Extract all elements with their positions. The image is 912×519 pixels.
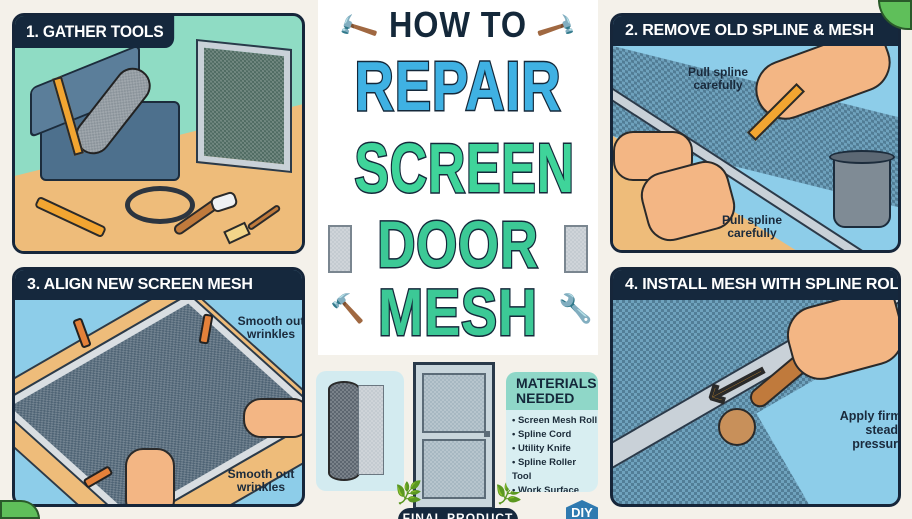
- material-item: Work Surface: [512, 484, 598, 492]
- material-item: Spline Roller Tool: [512, 456, 598, 484]
- note-pull-spline-top: Pull spline carefully: [687, 65, 748, 93]
- plant-icon: 🌿: [395, 480, 423, 505]
- materials-list: Screen Mesh Roll Spline Cord Utility Kni…: [506, 410, 598, 492]
- mesh-roll-illustration: [328, 381, 360, 481]
- screen-frame-illustration: [196, 39, 292, 173]
- trash-can-illustration: [833, 156, 891, 228]
- step-4-title: 4. INSTALL MESH WITH SPLINE ROLLER: [613, 270, 898, 300]
- hand-illustration: [125, 448, 175, 504]
- step-1-panel: 1. GATHER TOOLS: [12, 13, 305, 254]
- title-mesh: MESH: [377, 275, 538, 349]
- spline-cord-illustration: [125, 186, 195, 224]
- title-door: DOOR: [376, 207, 539, 281]
- materials-heading: MATERIALS NEEDED: [506, 372, 598, 410]
- screen-panel-icon: [328, 225, 352, 273]
- step-3-panel: Smooth out wrinkles Smooth out wrinkles …: [12, 267, 305, 507]
- hand-illustration: [243, 398, 302, 438]
- step-1-title: 1. GATHER TOOLS: [15, 16, 175, 48]
- step-2-panel: Pull spline carefully Pull spline carefu…: [610, 13, 901, 253]
- step-3-title: 3. ALIGN NEW SCREEN MESH: [15, 270, 302, 300]
- material-item: Spline Cord: [512, 428, 598, 442]
- roller-wheel-illustration: [718, 408, 756, 446]
- note-pull-spline-bottom: Pull spline carefully: [721, 213, 782, 241]
- door-handle-icon: [484, 431, 490, 437]
- step-4-panel: ⟵ Apply firm, steady pressure 4. INSTALL…: [610, 267, 901, 507]
- note-apply-pressure: Apply firm, steady pressure: [839, 409, 901, 451]
- material-item: Utility Knife: [512, 442, 598, 456]
- step-2-title: 2. REMOVE OLD SPLINE & MESH: [613, 16, 898, 46]
- screen-panel-icon: [564, 225, 588, 273]
- material-item: Screen Mesh Roll: [512, 414, 598, 428]
- mesh-roll-card: [316, 371, 404, 491]
- final-product-label: FINAL PRODUCT: [398, 508, 518, 519]
- title-repair: REPAIR: [353, 47, 562, 125]
- title-block: 🔨 🔨 HOW TO REPAIR SCREEN DOOR MESH 🔨 🔧: [318, 0, 598, 355]
- hammer-icon: 🔨: [330, 293, 365, 324]
- diy-badge: DIY: [566, 500, 598, 519]
- title-how-to: HOW TO: [388, 4, 527, 45]
- materials-card: MATERIALS NEEDED Screen Mesh Roll Spline…: [506, 372, 598, 492]
- final-product-door: [413, 362, 495, 510]
- note-smooth-top: Smooth out wrinkles: [237, 314, 305, 342]
- note-smooth-bottom: Smooth out wrinkles: [227, 467, 295, 495]
- wrench-icon: 🔧: [558, 293, 593, 324]
- title-screen: SCREEN: [353, 129, 575, 207]
